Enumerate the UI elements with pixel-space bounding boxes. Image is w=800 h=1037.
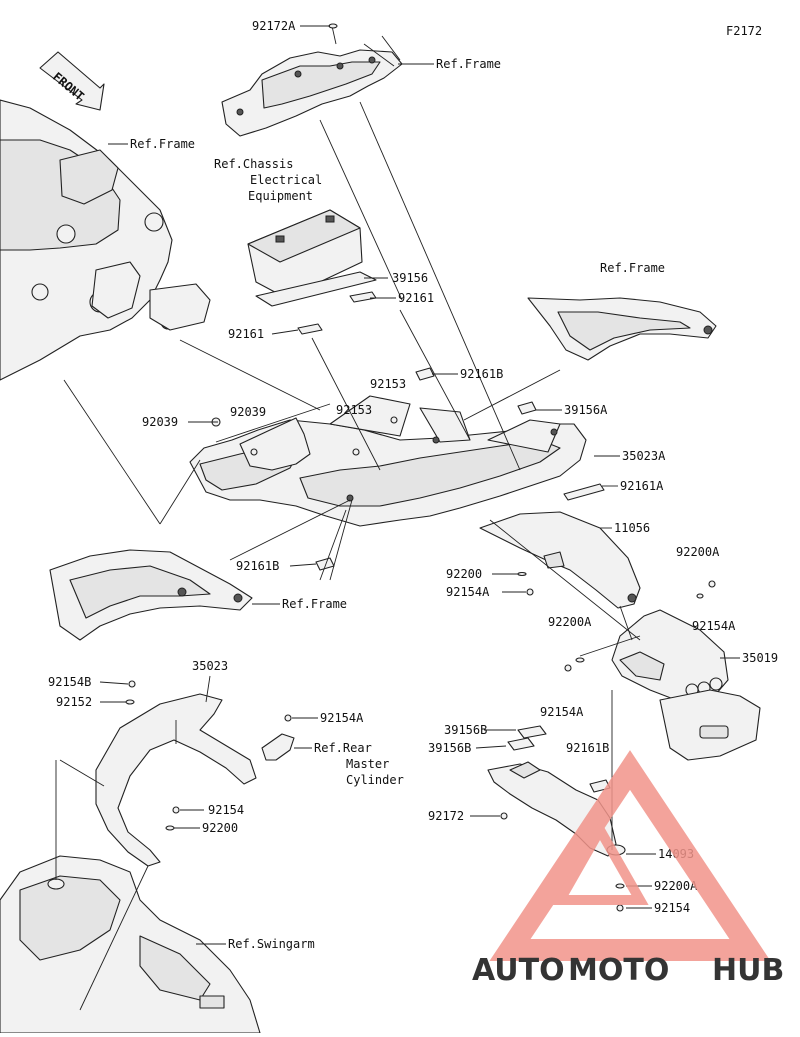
label-39156: 39156 (392, 271, 428, 285)
washer-92200A-mid-part (575, 657, 585, 663)
grab-rail-35023-part (95, 693, 257, 867)
label-92200-left: 92200 (202, 821, 238, 835)
label-ref-rear-2: Master (346, 757, 389, 771)
label-92200A-low: 92200A (654, 879, 698, 893)
label-ref-rear-3: Cylinder (346, 773, 404, 787)
watermark-text-hub: HUB (712, 953, 784, 988)
label-92200A-right: 92200A (676, 545, 720, 559)
seat-bracket-part (221, 49, 403, 137)
bolt-92172-part (500, 812, 508, 820)
label-92161B-low: 92161B (566, 741, 609, 755)
bolt-92154A-mid2-part (564, 664, 572, 672)
watermark-text-auto: AUTO (472, 953, 565, 988)
label-92161B-mid: 92161B (236, 559, 279, 573)
front-arrow-icon: FRONT (39, 51, 105, 111)
label-ref-frame-bottom: Ref.Frame (282, 597, 347, 611)
label-92172A: 92172A (252, 19, 296, 33)
label-92154A-mid: 92154A (446, 585, 490, 599)
bolt-92154A-mid-part (526, 588, 534, 596)
label-35023: 35023 (192, 659, 228, 673)
label-ref-chassis-1: Ref.Chassis (214, 157, 293, 171)
label-ref-frame-left: Ref.Frame (130, 137, 195, 151)
label-39156A: 39156A (564, 403, 608, 417)
watermark-text-moto: MOTO (568, 953, 669, 988)
label-92161-b: 92161 (228, 327, 264, 341)
label-92154A-right: 92154A (692, 619, 736, 633)
frame-left-lower-part (49, 549, 253, 641)
label-92154B: 92154B (48, 675, 91, 689)
label-92161B-top: 92161B (460, 367, 503, 381)
label-ref-swingarm: Ref.Swingarm (228, 937, 315, 951)
washer-92200-left-part (165, 825, 175, 831)
pad-92161-a-part (349, 291, 377, 303)
bolt-92172A-part (328, 23, 338, 45)
bolt-92153-a-part (390, 416, 398, 424)
label-92161-a: 92161 (398, 291, 434, 305)
pad-39156B-a-part (517, 725, 547, 739)
watermark-triangle-inner-icon (551, 819, 649, 905)
label-92154-left: 92154 (208, 803, 244, 817)
label-92039-b: 92039 (230, 405, 266, 419)
washer-92200A-low-part (615, 883, 625, 889)
bolt-92154A-right-part (708, 580, 716, 588)
label-92200-mid: 92200 (446, 567, 482, 581)
pad-39156B-b-part (507, 737, 535, 751)
label-92200A-mid: 92200A (548, 615, 592, 629)
label-92161A: 92161A (620, 479, 664, 493)
bolt-92154B-part (128, 680, 136, 688)
label-92154A-left: 92154A (320, 711, 364, 725)
label-92153-b: 92153 (336, 403, 372, 417)
part-labels: 92172A Ref.Frame Ref.Frame Ref.Chassis E… (48, 19, 778, 951)
washer-92200-mid-part (517, 571, 527, 577)
battery-part (247, 209, 363, 299)
label-11056: 11056 (614, 521, 650, 535)
pad-92161A-part (563, 483, 605, 501)
label-92154-low: 92154 (654, 901, 690, 915)
swingarm-part (0, 855, 261, 1034)
label-35019: 35019 (742, 651, 778, 665)
label-92154A-mid2: 92154A (540, 705, 584, 719)
leader-lines (55, 25, 740, 1011)
bracket-92039-part (239, 417, 311, 471)
figure-id: F2172 (726, 24, 762, 38)
rear-fender-11056-part (479, 511, 641, 609)
bolt-92153-b-part (352, 448, 360, 456)
license-mount-35019-part (611, 609, 761, 761)
bolt-92039-b-part (250, 448, 258, 456)
label-92153-a: 92153 (370, 377, 406, 391)
label-92172: 92172 (428, 809, 464, 823)
label-ref-frame-right: Ref.Frame (600, 261, 665, 275)
frame-left-upper-part (0, 99, 211, 381)
label-35023A: 35023A (622, 449, 666, 463)
watermark-triangle-icon (489, 750, 771, 961)
watermark-logo: AUTO MOTO HUB (472, 750, 784, 988)
label-ref-chassis-3: Equipment (248, 189, 313, 203)
bracket-ref-rear-master-cylinder-part (261, 733, 295, 761)
bolt-92154-left-part (172, 806, 180, 814)
washer-92200A-right-part (696, 593, 704, 599)
bolt-92154-low-part (616, 904, 624, 912)
pad-39156A-part (517, 401, 537, 415)
label-92039-a: 92039 (142, 415, 178, 429)
pad-92161B-top-part (415, 367, 435, 381)
pad-92161B-mid-part (315, 557, 335, 571)
label-92152: 92152 (56, 695, 92, 709)
label-ref-frame-top: Ref.Frame (436, 57, 501, 71)
battery-pad-39156-part (255, 271, 377, 307)
label-39156B-a: 39156B (444, 723, 487, 737)
frame-right-part (527, 297, 717, 361)
label-39156B-b: 39156B (428, 741, 471, 755)
bolt-92154A-left-part (284, 714, 292, 722)
label-ref-rear-1: Ref.Rear (314, 741, 372, 755)
label-ref-chassis-2: Electrical (250, 173, 322, 187)
washer-92152-part (125, 699, 135, 705)
pad-92161-b-part (297, 323, 323, 335)
